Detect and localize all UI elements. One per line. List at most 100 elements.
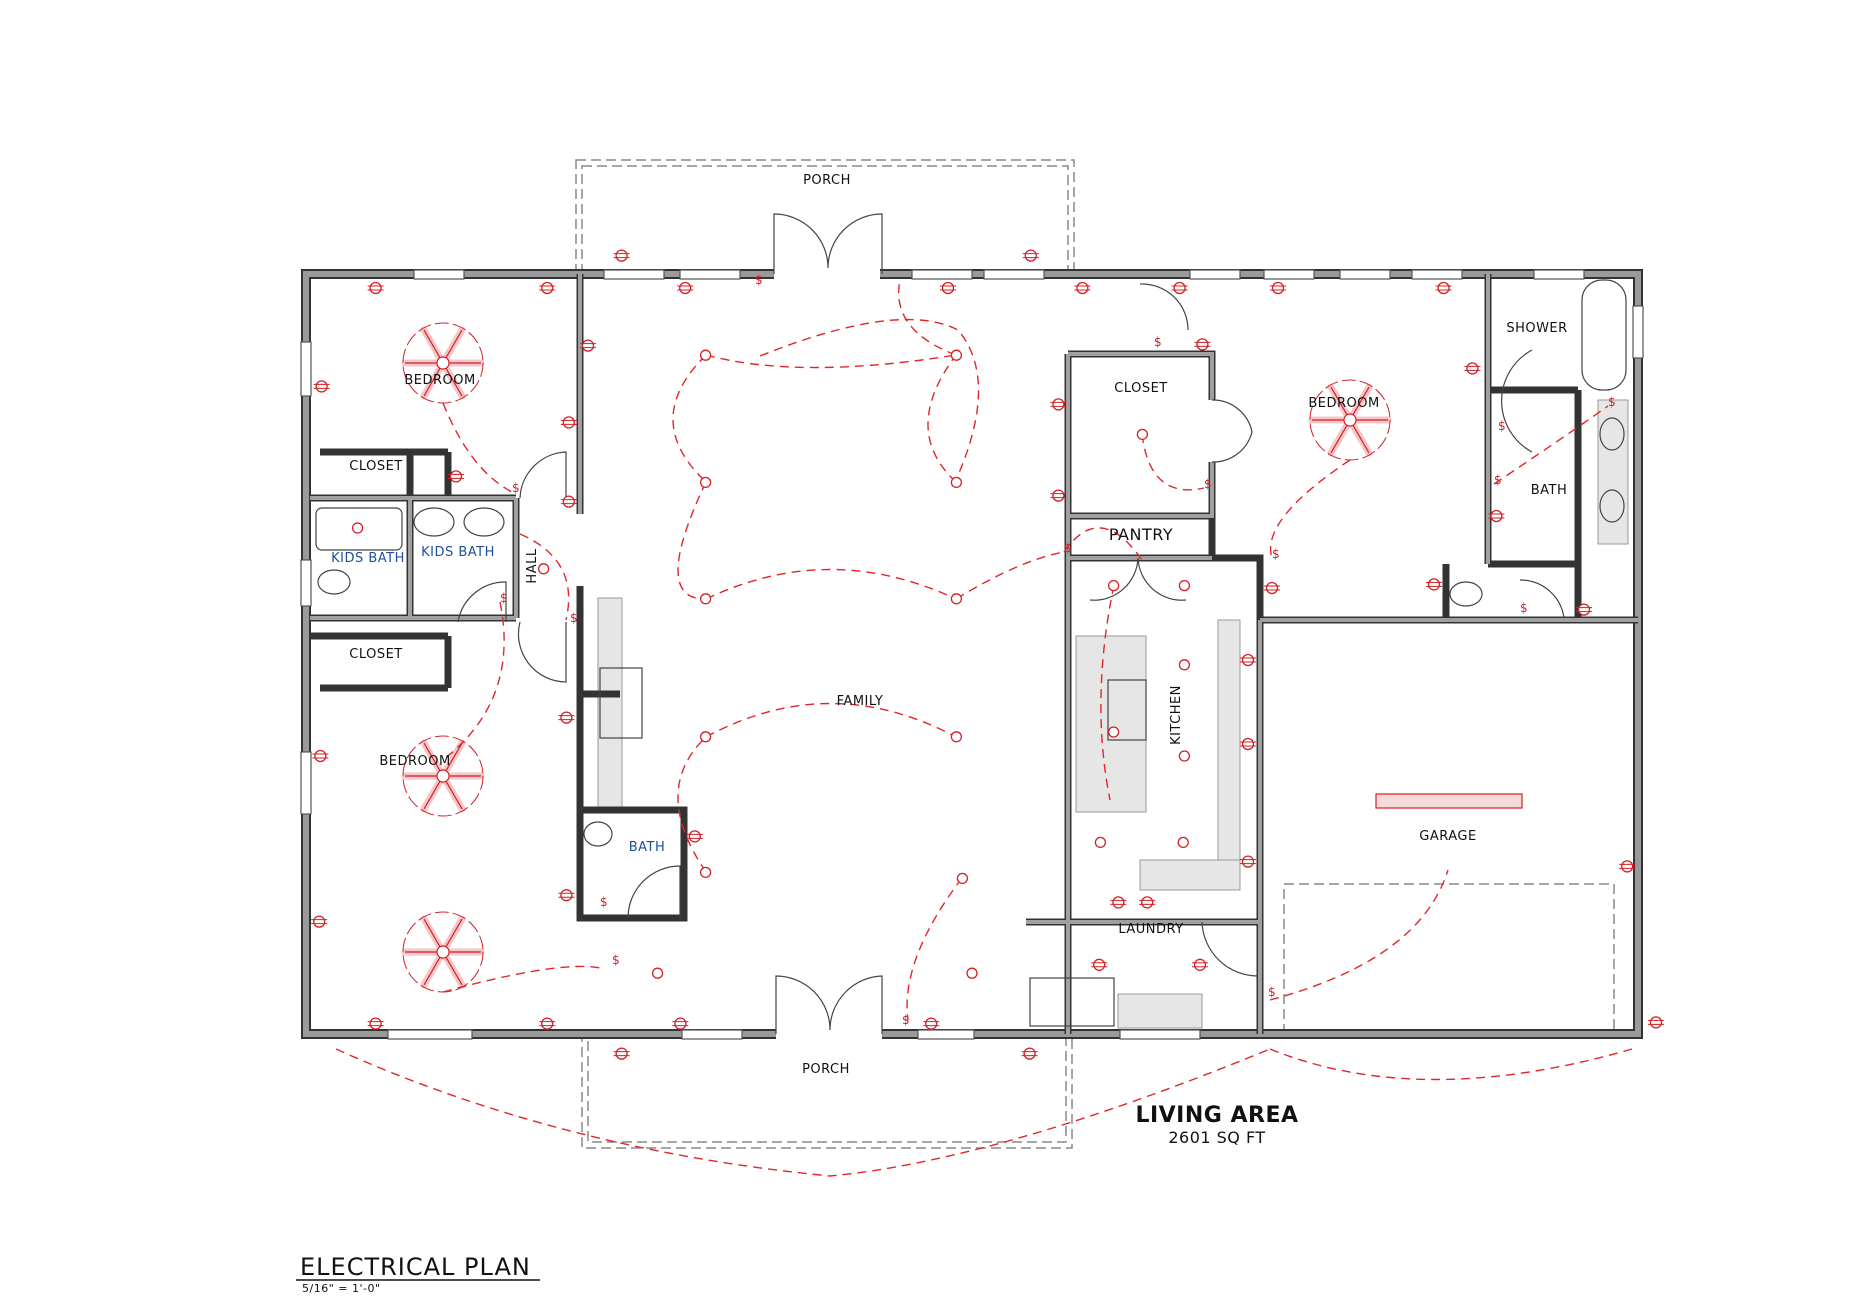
- wiring-run: [955, 551, 1065, 600]
- label-closet-master: CLOSET: [1114, 381, 1168, 396]
- ceiling-light-icon: [950, 476, 963, 489]
- label-bath-hall: BATH: [629, 840, 666, 855]
- wiring-run: [1269, 1048, 1633, 1081]
- outlet-icon: [613, 249, 630, 262]
- outlet-icon: [1240, 737, 1256, 751]
- ceiling-fan-icon: [401, 322, 485, 404]
- label-bedroom-master: BEDROOM: [1308, 396, 1379, 411]
- outlet-icon: [1488, 509, 1505, 523]
- outlet-icon: [613, 1047, 630, 1060]
- label-kitchen: KITCHEN: [1169, 685, 1184, 745]
- outlet-icon: [560, 416, 577, 429]
- label-bath-master: BATH: [1531, 483, 1568, 498]
- label-laundry: LAUNDRY: [1118, 922, 1183, 937]
- outlet-icon: [1050, 398, 1067, 411]
- outlet-icon: [558, 711, 575, 724]
- outlet-icon: [580, 339, 596, 352]
- label-bedroom-sw: BEDROOM: [379, 754, 450, 769]
- outlet-icon: [1264, 581, 1280, 595]
- ceiling-light-icon: [1107, 726, 1120, 738]
- plan-scale: 5/16" = 1'-0": [302, 1282, 381, 1295]
- wiring-run: [677, 736, 707, 873]
- ceiling-light-icon: [351, 522, 364, 534]
- exterior-walls: [301, 269, 1643, 1039]
- label-closet-w: CLOSET: [349, 647, 403, 662]
- label-garage: GARAGE: [1419, 829, 1476, 844]
- label-bedroom-nw: BEDROOM: [404, 373, 475, 388]
- switch-icon: $: [1494, 473, 1502, 487]
- switch-icon: $: [1154, 335, 1162, 349]
- switch-icon: $: [1064, 541, 1072, 555]
- outlet-icon: [686, 830, 703, 843]
- ceiling-light-icon: [699, 593, 712, 605]
- outlet-icon: [560, 495, 577, 508]
- wiring-run: [1063, 527, 1143, 561]
- ceiling-light-icon: [537, 563, 550, 575]
- ceiling-light-icon: [1094, 836, 1107, 849]
- ceiling-light-icon: [1178, 750, 1191, 762]
- outlet-icon: [539, 281, 556, 295]
- wiring-run: [335, 1048, 1271, 1177]
- ceiling-fans: [401, 322, 1392, 993]
- switch-icon: $: [512, 481, 520, 495]
- ceiling-light-icon: [699, 476, 712, 489]
- switch-icon: $: [902, 1013, 910, 1027]
- switch-icon: $: [612, 953, 620, 967]
- label-kids-bath-sink: KIDS BATH: [421, 545, 495, 560]
- wiring-run: [705, 354, 957, 369]
- wiring-run: [442, 402, 513, 493]
- outlet-icon: [312, 749, 329, 763]
- label-porch-bottom: PORCH: [802, 1062, 850, 1077]
- outlets: $$$$$$$$$$$$$$$$: [311, 249, 1664, 1060]
- doors: [457, 213, 1565, 1034]
- ceiling-lights: [351, 349, 1191, 979]
- living-area-size: 2601 SQ FT: [1168, 1128, 1265, 1147]
- outlet-icon: [367, 1017, 384, 1030]
- outlet-icon: [1192, 958, 1208, 971]
- ceiling-fan-icon: [401, 735, 485, 817]
- switch-icon: $: [1272, 547, 1280, 561]
- outlet-icon: [1022, 249, 1039, 262]
- label-pantry: PANTRY: [1109, 525, 1173, 544]
- outlet-icon: [1110, 896, 1127, 909]
- outlet-icon: [311, 915, 328, 928]
- outlet-icon: [539, 1017, 556, 1030]
- wiring-run: [1269, 869, 1449, 1001]
- ceiling-light-icon: [1136, 428, 1149, 441]
- wiring-run: [927, 354, 957, 483]
- outlet-icon: [1050, 489, 1067, 502]
- label-porch-top: PORCH: [803, 173, 851, 188]
- ceiling-light-icon: [950, 349, 963, 361]
- ceiling-light-icon: [699, 866, 712, 879]
- counters: [597, 399, 1629, 1029]
- label-kids-bath-tub: KIDS BATH: [331, 551, 405, 566]
- ceiling-fan-icon: [401, 911, 485, 993]
- outlet-icon: [1139, 896, 1156, 909]
- wiring-run: [1141, 433, 1205, 491]
- outlet-icon: [1074, 281, 1091, 295]
- wiring-run: [442, 601, 505, 761]
- outlet-icon: [677, 281, 694, 295]
- outlet-icon: [1171, 281, 1188, 295]
- ceiling-fan-icon: [1308, 379, 1392, 461]
- interior-walls: [310, 274, 1638, 1034]
- wiring-run: [519, 533, 570, 621]
- label-hall: HALL: [525, 548, 540, 583]
- ceiling-light-icon: [1177, 836, 1189, 849]
- outlet-icon: [940, 281, 956, 295]
- outlet-icon: [1194, 338, 1211, 351]
- ceiling-light-icon: [1107, 579, 1120, 592]
- switch-icon: $: [1608, 395, 1616, 409]
- wiring-run: [906, 877, 963, 1021]
- wiring-run: [705, 568, 957, 600]
- wiring-run: [442, 965, 601, 993]
- switch-icon: $: [1268, 985, 1276, 999]
- ceiling-light-icon: [1178, 659, 1191, 671]
- wiring-run: [1270, 459, 1351, 559]
- outlet-icon: [313, 380, 330, 393]
- windows: [300, 268, 1644, 1040]
- ceiling-light-icon: [1178, 579, 1191, 592]
- outlet-icon: [1464, 362, 1481, 375]
- outlet-icon: [1576, 603, 1592, 616]
